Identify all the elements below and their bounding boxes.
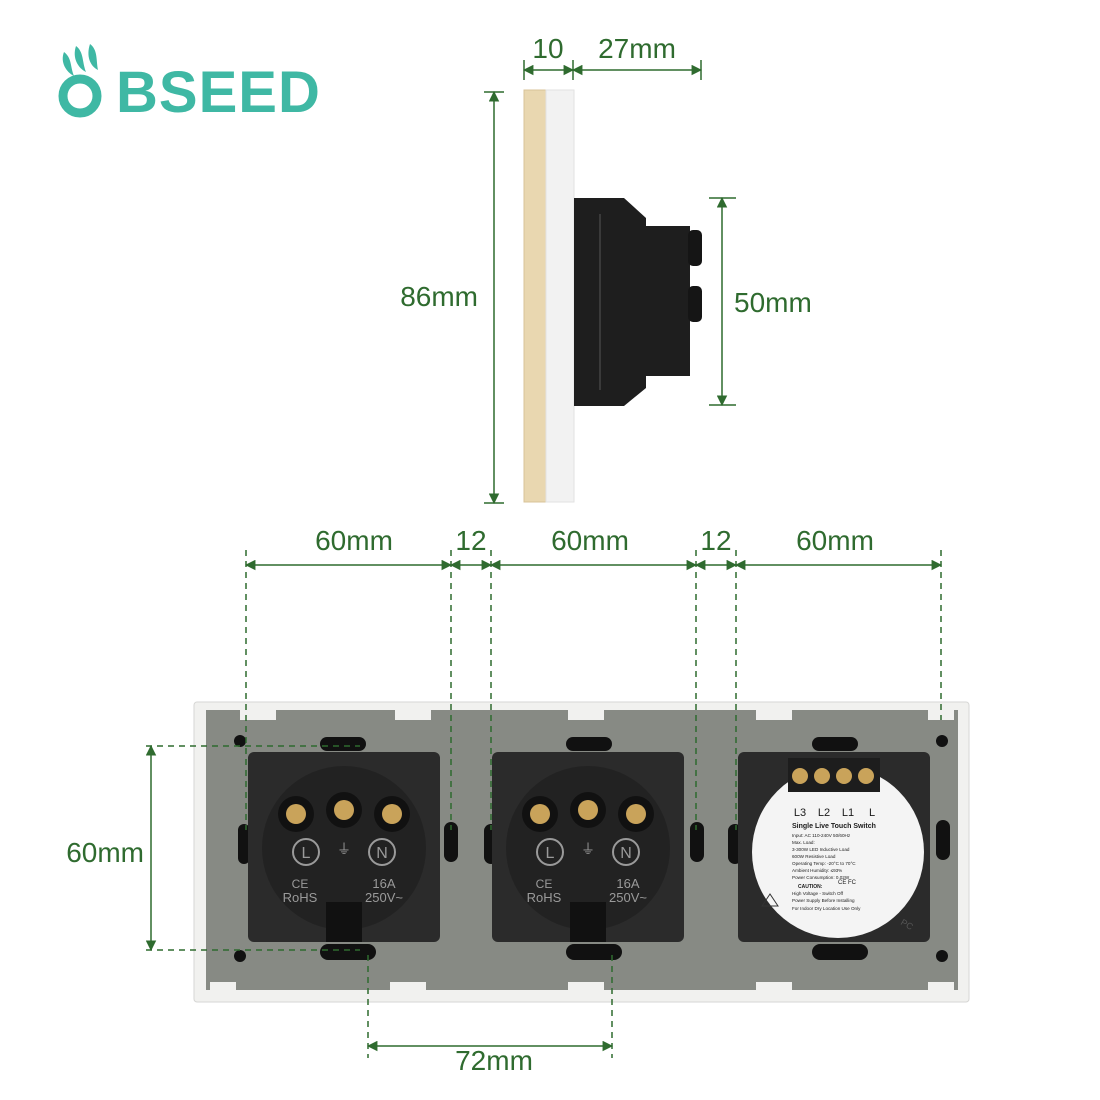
live-terminal-screw-icon [530, 804, 550, 824]
terminal-l: L [869, 807, 875, 819]
ce-mark: CE [536, 877, 553, 891]
dim-glass-thickness: 10 [532, 33, 563, 64]
live-terminal-screw-icon [286, 804, 306, 824]
glass-panel-gold [523, 89, 547, 503]
socket-module-1: L N ⏚ CE RoHS 16A 250V~ [248, 752, 440, 942]
dim-gap-2: 12 [700, 525, 731, 556]
spec-line: 3-300W LED Inductive Load [792, 847, 850, 852]
dim-gap-1: 12 [455, 525, 486, 556]
dim-module-width-1: 60mm [315, 525, 393, 556]
terminal-block-lower [688, 286, 702, 322]
rohs-mark: RoHS [283, 890, 318, 905]
neutral-terminal-screw-icon [626, 804, 646, 824]
panel-frame-white [545, 89, 575, 503]
earth-terminal-screw-icon [334, 800, 354, 820]
side-view: 10 27mm 86mm 50mm [400, 33, 812, 505]
switch-title: Single Live Touch Switch [792, 823, 876, 830]
brand-name: BSEED [116, 60, 321, 125]
earth-terminal-screw-icon [578, 800, 598, 820]
neutral-label: N [620, 845, 632, 862]
back-view: L N ⏚ CE RoHS 16A 250V~ L N ⏚ CE RoHS 16… [66, 525, 970, 1076]
current-rating: 16A [616, 876, 639, 891]
certification-marks: CE FC [838, 880, 857, 886]
current-rating: 16A [372, 876, 395, 891]
terminal-l2: L2 [818, 807, 830, 819]
live-label: L [546, 845, 555, 862]
neutral-terminal-screw-icon [382, 804, 402, 824]
terminal-l3: L3 [794, 807, 806, 819]
spec-line: Max. Load: [792, 840, 815, 845]
touch-switch-module: L3 L2 L1 L Single Live Touch Switch Inpu… [738, 752, 930, 942]
terminal-l1: L1 [842, 807, 854, 819]
caution-line: For Indoor Dry Location Use Only [792, 906, 861, 911]
spec-line: Ambient Humidity: ≤93% [792, 868, 842, 873]
guide-lines [146, 550, 942, 1058]
mounting-holes [234, 735, 950, 962]
dim-body-depth: 27mm [598, 33, 676, 64]
spec-line: 600W Resistive Load [792, 854, 836, 859]
caution-line: Power Supply Before Installing [792, 898, 855, 903]
caution-line: High Voltage - Switch Off [792, 891, 844, 896]
terminal-block-upper [688, 230, 702, 266]
voltage-rating: 250V~ [609, 890, 647, 905]
dim-hole-spacing: 72mm [455, 1045, 533, 1076]
dim-module-height: 60mm [66, 837, 144, 868]
dim-module-width-2: 60mm [551, 525, 629, 556]
voltage-rating: 250V~ [365, 890, 403, 905]
spec-line: Operating Temp: -20°C to 70°C [792, 861, 856, 866]
live-label: L [302, 845, 311, 862]
bseed-logo-icon [58, 44, 102, 118]
dim-panel-height: 86mm [400, 281, 478, 312]
earth-label: ⏚ [581, 841, 595, 857]
dim-body-height: 50mm [734, 287, 812, 318]
ce-mark: CE [292, 877, 309, 891]
spec-line: Power Consumption: 0.02W [792, 875, 850, 880]
socket-body-black [574, 198, 690, 406]
spec-line: Input: AC 110-240V 50/60Hz [792, 833, 851, 838]
earth-label: ⏚ [337, 841, 351, 857]
dim-module-width-3: 60mm [796, 525, 874, 556]
socket-module-2: L N ⏚ CE RoHS 16A 250V~ [492, 752, 684, 942]
rohs-mark: RoHS [527, 890, 562, 905]
caution-title: CAUTION: [798, 884, 823, 890]
recycle-icon [761, 893, 779, 907]
neutral-label: N [376, 845, 388, 862]
brand-logo: BSEED [58, 44, 321, 125]
